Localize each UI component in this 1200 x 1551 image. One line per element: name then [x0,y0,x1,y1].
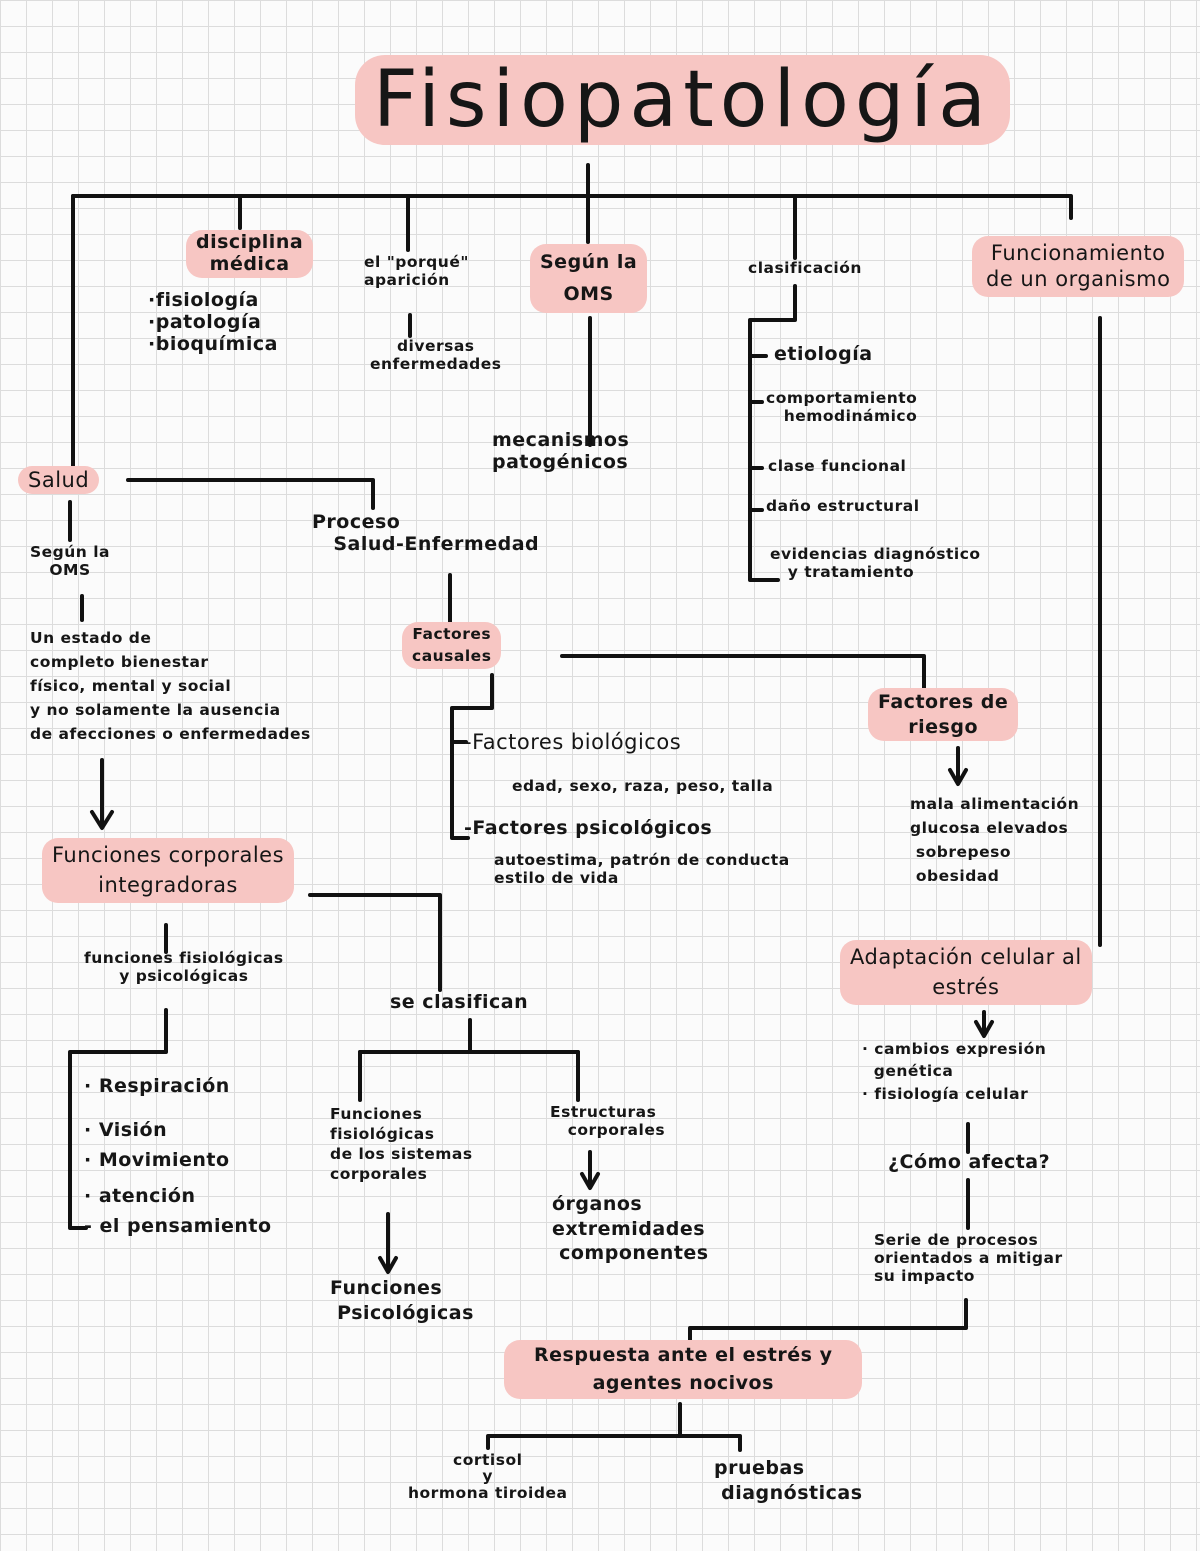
node-segun-oms: Según la OMS [530,244,648,313]
node-pruebas-diagnosticas: pruebas diagnósticas [714,1457,863,1504]
node-salud: Salud [18,466,100,495]
node-funciones-fisiologicas-psicologicas: funciones fisiológicas y psicológicas [84,949,284,985]
line-sub-list [68,1008,168,1230]
node-definicion-salud: Un estado de completo bienestar físico, … [30,629,311,744]
funcion-item: · Visión [84,1119,168,1141]
node-adaptacion-celular: Adaptación celular al estrés [840,940,1092,1005]
node-salud-oms: Según la OMS [30,543,111,579]
node-organos-extremidades: órganos extremidades componentes [552,1193,709,1265]
node-disciplina-medica: disciplina médica [186,230,314,278]
node-label: disciplina médica [196,231,304,275]
clasificacion-item: etiología [774,343,873,365]
node-proceso-salud-enfermedad: Proceso Salud-Enfermedad [312,511,540,555]
list-disciplinas: ·fisiología ·patología ·bioquímica [148,289,278,355]
node-serie-procesos: Serie de procesos orientados a mitigar s… [874,1231,1063,1285]
factores-bracket [450,673,494,840]
line-causales-riesgo [560,654,926,690]
node-factores-causales: Factores causales [402,622,502,670]
clasificacion-item: evidencias diagnóstico y tratamiento [770,545,981,581]
page-title: Fisiopatología [355,55,1010,145]
node-clasificacion: clasificación [748,259,862,277]
list-factores-riesgo: mala alimentación glucosa elevados sobre… [910,795,1080,886]
clasificacion-item: comportamiento hemodinámico [766,389,918,425]
fork-respuesta [486,1402,682,1450]
line-funciones-clasifican [308,893,442,992]
node-factores-biologicos: -Factores biológicos [464,730,682,754]
funcion-item: - el pensamiento [84,1215,272,1237]
node-funciones-fisiologicas-sistemas: Funciones fisiológicas de los sistemas c… [330,1105,473,1184]
node-como-afecta: ¿Cómo afecta? [888,1151,1051,1173]
list-adaptacion: · cambios expresión genética · fisiologí… [862,1040,1047,1103]
node-estructuras-corporales: Estructuras corporales [550,1103,666,1139]
node-factores-psicologicos: -Factores psicológicos [464,817,713,839]
funcion-item: · Movimiento [84,1149,230,1171]
node-se-clasifican: se clasifican [390,991,529,1013]
funcion-item: · atención [84,1185,196,1207]
line-salud-proceso [126,478,375,510]
node-porque: el "porqué" aparición [364,253,469,289]
node-respuesta-estres: Respuesta ante el estrés y agentes nociv… [504,1340,863,1400]
node-mecanismos-patogenicos: mecanismos patogénicos [492,429,630,473]
clasificacion-item: clase funcional [768,457,907,475]
node-factores-riesgo: Factores de riesgo [868,688,1019,742]
node-funciones-corporales: Funciones corporales integradoras [42,838,295,903]
funcion-item: · Respiración [84,1075,230,1097]
node-funcionamiento-organismo: Funcionamiento de un organismo [972,236,1185,297]
node-diversas-enfermedades: diversas enfermedades [370,337,502,373]
top-bar [71,194,1073,220]
node-cortisol: cortisol y hormona tiroidea [408,1451,568,1502]
node-funciones-psicologicas: Funciones Psicológicas [330,1277,474,1324]
clasificacion-item: daño estructural [766,497,920,515]
node-psicologicos-detalle: autoestima, patrón de conducta estilo de… [494,851,790,887]
clasificacion-bracket [748,284,797,582]
line-serie-respuesta [688,1298,968,1348]
node-biologicos-detalle: edad, sexo, raza, peso, talla [512,777,774,795]
